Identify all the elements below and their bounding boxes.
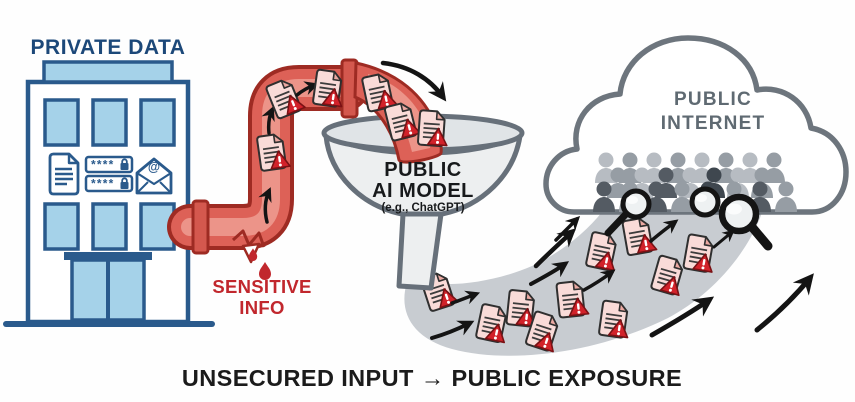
flow-arrow: [554, 215, 581, 242]
password-field-icon: ****: [84, 174, 134, 193]
window: [91, 98, 128, 147]
flow-arrow: [582, 269, 616, 292]
sensitive-info-label-line1: SENSITIVE: [212, 276, 311, 297]
building-roof: [42, 60, 174, 84]
funnel-label-line1: PUBLIC: [384, 159, 461, 181]
sensitive-info-label-line2: INFO: [239, 297, 284, 318]
window: [91, 202, 128, 251]
magnifier-icon: [718, 193, 773, 251]
magnifiers: [604, 186, 773, 251]
exposure-arrows: [430, 215, 814, 340]
email-icon: @: [135, 157, 173, 195]
password-field-icon: ****: [84, 155, 134, 174]
funnel-label-line2: AI MODEL: [372, 180, 474, 202]
pipe-flange: [191, 199, 210, 255]
password-mask: ****: [91, 177, 114, 191]
cloud-label-line2: INTERNET: [661, 113, 766, 134]
flow-arrow: [649, 219, 679, 243]
window: [139, 98, 176, 147]
window: [43, 98, 80, 147]
email-at-symbol: @: [148, 160, 160, 174]
funnel-stem: [396, 211, 444, 291]
flow-arrow: [529, 261, 570, 286]
flow-arrow: [712, 229, 735, 249]
public-internet-cloud: PUBLIC INTERNET: [543, 35, 849, 215]
magnifier-icon: [689, 186, 721, 218]
flow-arrow: [430, 320, 475, 340]
flow-arrow: [295, 81, 320, 97]
flow-arrow: [258, 187, 272, 224]
magnifier-icon: [604, 188, 652, 237]
window: [43, 202, 80, 251]
document-icon: [48, 152, 80, 196]
flow-arrow: [261, 106, 275, 135]
funnel-label-line3: (e.g., ChatGPT): [381, 202, 464, 214]
flow-arrow: [380, 60, 447, 102]
leaking-pipe: SENSITIVE INFO: [167, 58, 369, 318]
flow-arrow: [649, 296, 715, 338]
private-data-building: PRIVATE DATA **** **** @: [3, 36, 215, 327]
door-lintel: [64, 252, 152, 260]
caption: UNSECURED INPUT → PUBLIC EXPOSURE: [182, 365, 682, 391]
ai-model-funnel: PUBLIC AI MODEL (e.g., ChatGPT): [321, 60, 525, 291]
exposure-stream: [404, 209, 762, 356]
cloud-label-line1: PUBLIC: [674, 89, 752, 110]
private-data-label: PRIVATE DATA: [31, 36, 186, 59]
password-mask: ****: [91, 158, 114, 172]
flow-arrow: [754, 273, 814, 333]
flow-arrow: [533, 228, 577, 269]
flow-arrow: [450, 290, 481, 305]
